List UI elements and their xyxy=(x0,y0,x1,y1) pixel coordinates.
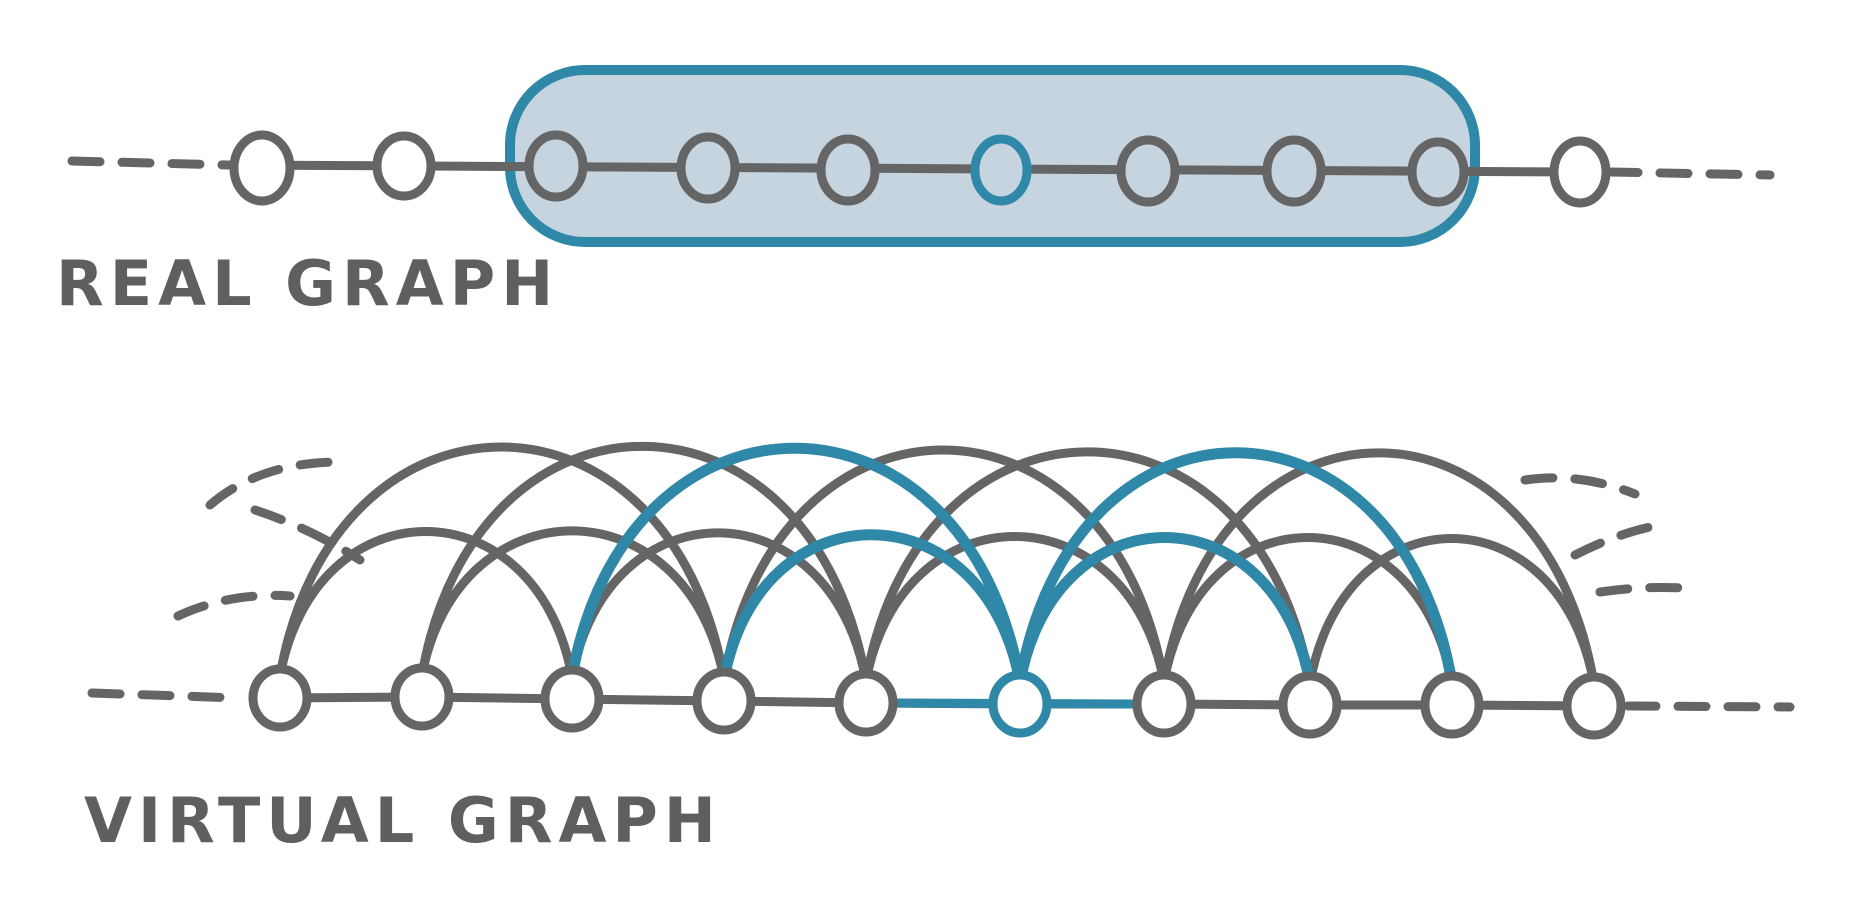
virtual-node xyxy=(540,665,604,733)
real-node xyxy=(816,134,880,206)
virtual-dashed-right-base xyxy=(1623,701,1795,712)
virtual-node-highlighted xyxy=(988,670,1052,738)
virtual-gray-edges xyxy=(275,441,1599,711)
virtual-connection-arc xyxy=(861,447,1315,688)
virtual-dashed-arc xyxy=(1570,520,1665,560)
real-graph-dashed-left xyxy=(67,156,233,170)
real-node-highlighted xyxy=(970,134,1032,206)
virtual-highlight-edges xyxy=(566,442,1458,709)
real-node xyxy=(676,132,740,204)
real-node xyxy=(229,130,295,206)
real-node xyxy=(1549,136,1611,208)
virtual-dashed-arc xyxy=(250,505,365,565)
real-graph-chain-edge xyxy=(223,160,1585,177)
virtual-connection-arc xyxy=(275,527,577,682)
real-node xyxy=(372,131,436,201)
virtual-connection-arc xyxy=(417,441,871,686)
virtual-connection-arc xyxy=(567,528,871,686)
virtual-dashed-arc xyxy=(1520,473,1640,499)
virtual-connection-arc xyxy=(719,445,1169,687)
real-graph-nodes xyxy=(229,130,1611,208)
real-node xyxy=(1262,135,1326,207)
virtual-node xyxy=(834,669,898,737)
virtual-connection-arc xyxy=(1159,533,1457,688)
virtual-highlight-arc xyxy=(1014,447,1458,689)
virtual-node xyxy=(390,663,454,731)
real-node xyxy=(1116,135,1180,207)
real-node xyxy=(524,130,588,202)
virtual-connection-arc xyxy=(861,532,1169,687)
real-graph: REAL GRAPH xyxy=(56,65,1775,320)
virtual-connection-arc xyxy=(275,442,729,684)
real-node xyxy=(1407,137,1469,207)
virtual-dashed-left-base xyxy=(87,688,245,703)
virtual-node xyxy=(692,667,756,735)
real-graph-label: REAL GRAPH xyxy=(56,247,559,320)
virtual-node xyxy=(248,664,312,732)
virtual-graph-nodes xyxy=(248,663,1626,740)
virtual-dashed-arc xyxy=(1595,583,1690,597)
virtual-highlight-arc xyxy=(1014,532,1316,689)
virtual-connection-arc xyxy=(1159,448,1599,689)
virtual-dashed-arc xyxy=(205,457,345,510)
virtual-highlight-arc xyxy=(566,442,1026,688)
virtual-connection-arc xyxy=(1305,534,1599,689)
virtual-graph-label: VIRTUAL GRAPH xyxy=(84,784,722,857)
virtual-graph: VIRTUAL GRAPH xyxy=(84,441,1795,857)
virtual-node xyxy=(1278,671,1342,739)
virtual-node xyxy=(1562,672,1626,740)
virtual-node xyxy=(1132,670,1196,738)
virtual-node xyxy=(1420,671,1484,739)
virtual-dashed-arc xyxy=(173,590,295,621)
virtual-highlight-arc xyxy=(718,529,1026,688)
real-graph-dashed-right xyxy=(1605,167,1775,180)
virtual-connection-arc xyxy=(417,526,729,684)
